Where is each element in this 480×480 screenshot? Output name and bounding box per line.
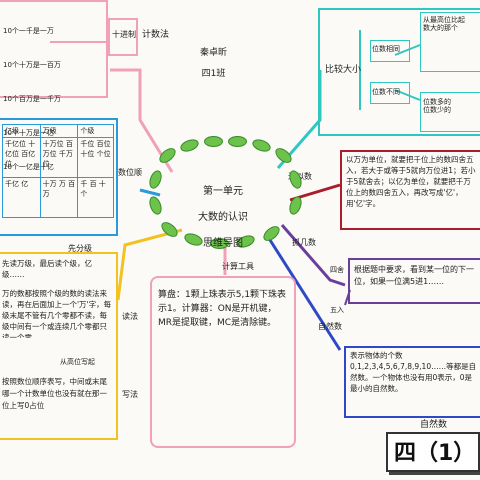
leaf-icon — [250, 137, 273, 154]
leaf-icon — [147, 194, 164, 217]
place-value-table: 亿级 万级 个级 千亿位 十亿位 百亿位 十万位 百万位 千万位 千位 百位 十… — [2, 124, 114, 218]
natural-footer: 自然数 — [420, 420, 448, 430]
table-cell: 十万 万 百万 — [39, 177, 79, 218]
leaf-icon — [178, 137, 201, 154]
calc-text: 算盘：1颗上珠表示5,1颗下珠表示1。计算器：ON是开机键，MR是提取键，MC是… — [158, 290, 287, 328]
counting-row: 10个十万是一百万 — [3, 61, 61, 69]
leaf-icon — [156, 145, 179, 166]
place-value-box — [0, 118, 118, 236]
rounding-text: 根据题中要求，看到某一位的下一位，如果一位满5进1…… — [354, 265, 474, 286]
approx-box — [340, 150, 480, 230]
leaf-icon — [210, 238, 229, 249]
leaf-icon — [272, 145, 295, 166]
rounding-label: 抓几数 — [292, 238, 316, 247]
author: 秦卓昕 四1班 — [200, 38, 227, 90]
table-cell: 十万位 百万位 千万位 — [39, 137, 79, 178]
leaf-icon — [147, 168, 164, 191]
natural-text: 表示物体的个数0,1,2,3,4,5,6,7,8,9,10……等都是自然数。一个… — [350, 351, 477, 393]
read-method-label: 读法 — [122, 312, 138, 321]
place-label: 数位顺 — [118, 168, 142, 177]
compare-note: 从最高位比起 数大的那个 — [423, 16, 465, 33]
decimal-label: 十进制 — [112, 30, 136, 39]
write-method-label: 写法 — [122, 390, 138, 399]
table-header: 万级 — [39, 124, 79, 138]
author-class: 四1班 — [201, 69, 226, 80]
compare-note-box — [420, 12, 480, 72]
natural-label: 自然数 — [318, 322, 342, 331]
table-cell: 千 百 十 个 — [77, 177, 114, 218]
center-line: 第一单元 — [203, 186, 243, 197]
read-step-label: 先分级 — [68, 244, 92, 253]
table-cell: 千亿 亿 — [2, 177, 41, 218]
leaf-icon — [287, 168, 304, 191]
leaf-icon — [228, 136, 247, 147]
approx-text: 以万为单位，就要把千位上的数四舍五入，若大于或等于5就向万位进1；若小于5就舍去… — [346, 155, 476, 208]
table-header: 亿级 — [2, 124, 41, 138]
counting-row: 10个百万是一千万 — [3, 95, 61, 103]
center-line: 思维导图 — [203, 238, 243, 249]
same-digits-box — [370, 40, 410, 62]
write-from-high: 从高位写起 — [60, 358, 95, 366]
same-digits-label: 位数相同 — [372, 45, 400, 53]
class-badge: 四（1） — [386, 432, 480, 472]
diff-digits-label: 位数不同 — [372, 88, 400, 96]
rounding-opt2: 五入 — [330, 306, 344, 314]
decimal-box — [108, 18, 138, 56]
center-title: 第一单元 大数的认识 思维导图 — [178, 172, 268, 263]
counting-row: 10个一千是一万 — [3, 27, 54, 35]
compare-note2: 位数多的 位数少的 — [423, 98, 451, 115]
read-text2: 万的数都按照个级的数的读法来读，再在后面加上一个'万'字，每级末尾不管有几个零都… — [2, 289, 112, 338]
center-line: 大数的认识 — [198, 212, 248, 223]
calc-box — [150, 276, 296, 448]
leaf-icon — [204, 136, 223, 147]
compare-note2-box — [420, 92, 480, 132]
write-text: 按照数位顺序表写，中间或末尾哪一个计数单位也没有就在那一位上写0占位 — [2, 377, 107, 410]
natural-box — [344, 346, 480, 418]
table-cell: 千位 百位 十位 个位 — [77, 137, 114, 178]
counting-box — [0, 0, 108, 98]
table-cell: 千亿位 十亿位 百亿位 — [2, 137, 41, 178]
counting-title: 计数法 — [142, 30, 170, 40]
leaf-wreath — [140, 130, 310, 250]
diff-digits-box — [370, 82, 410, 104]
rounding-opt1: 四舍 — [330, 266, 344, 274]
compare-box — [318, 8, 480, 136]
read-text1: 先读万级，最后读个级，亿级…… — [2, 259, 92, 279]
read-box — [0, 252, 118, 440]
leaf-icon — [287, 194, 304, 217]
compare-title: 比较大小 — [325, 65, 362, 75]
author-name: 秦卓昕 — [200, 48, 228, 59]
calc-label: 计算工具 — [222, 262, 254, 271]
table-header: 个级 — [77, 124, 114, 138]
rounding-box — [348, 258, 480, 304]
